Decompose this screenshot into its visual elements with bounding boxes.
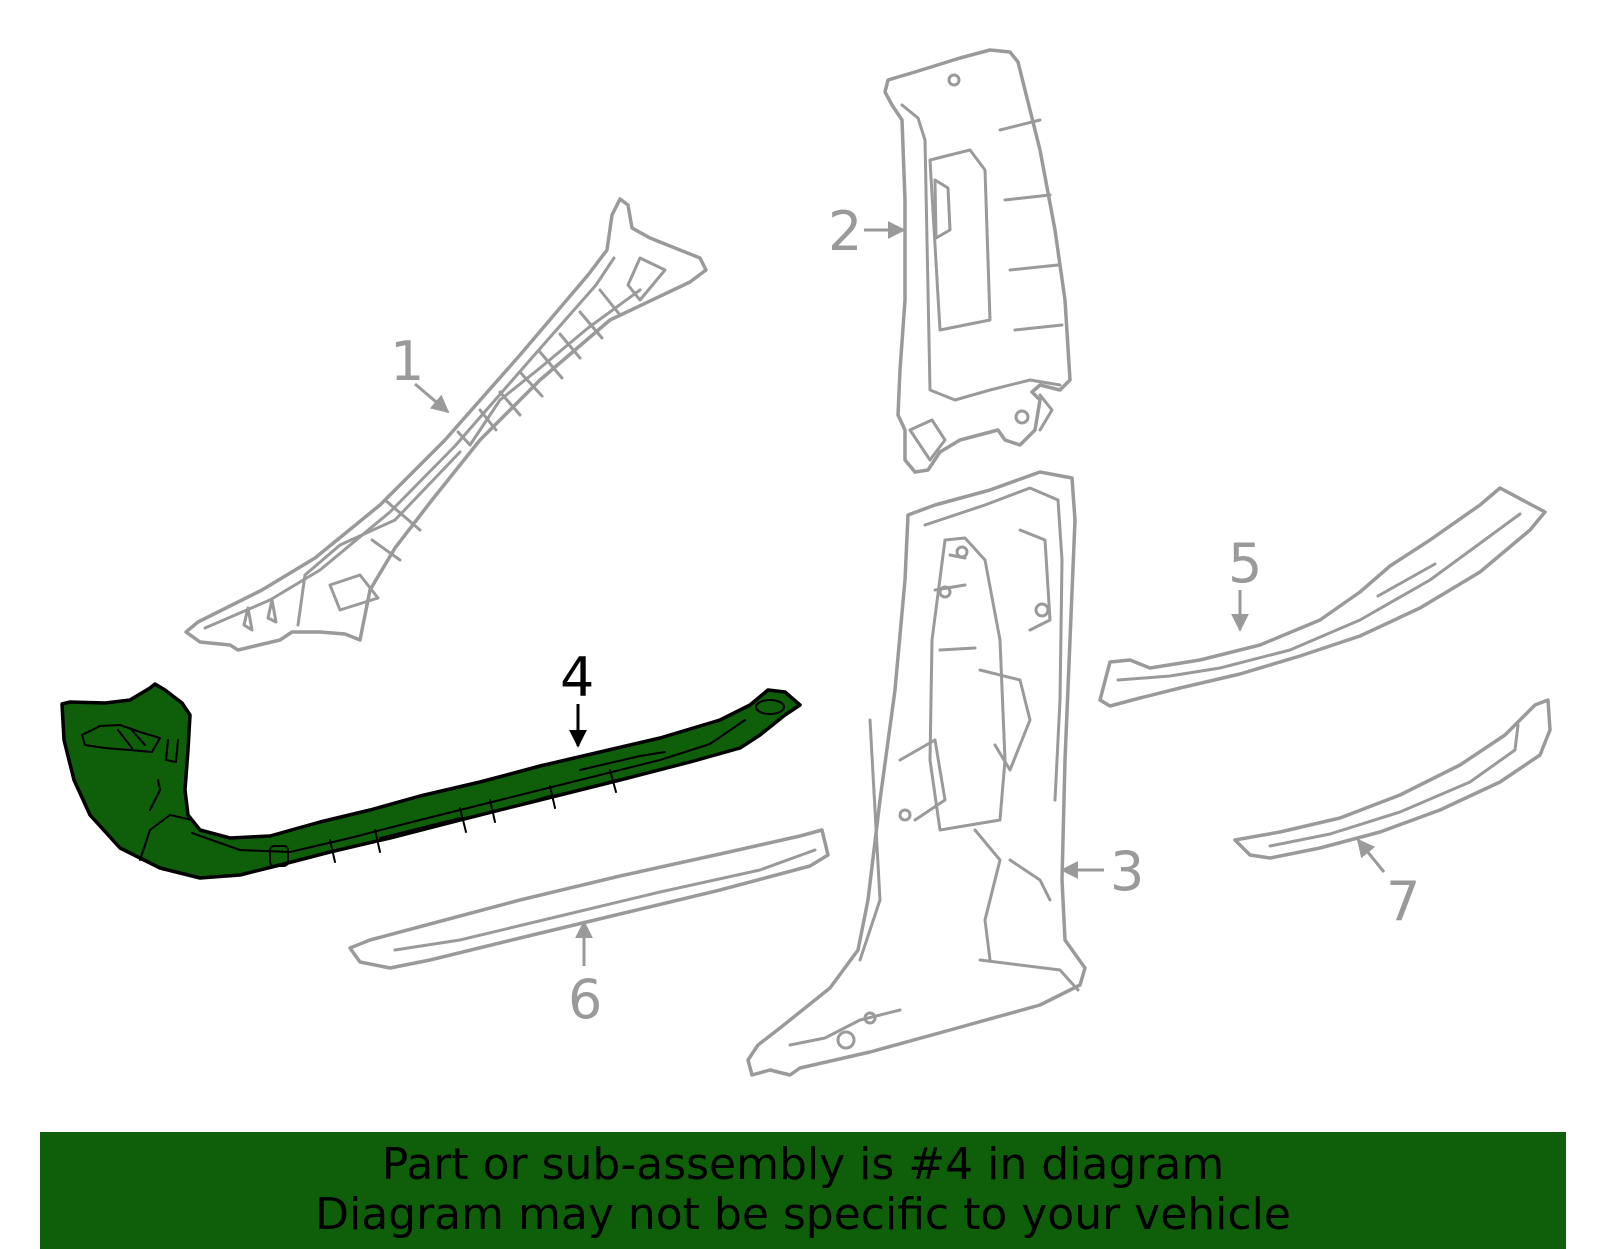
part-3-b-pillar-lower-trim[interactable] xyxy=(746,470,1087,1077)
callout-4: 4 xyxy=(560,646,594,748)
part-4-rocker-panel-trim-highlighted[interactable] xyxy=(60,682,802,880)
callout-label-4: 4 xyxy=(560,646,594,709)
callout-label-7: 7 xyxy=(1386,870,1420,933)
callout-5: 5 xyxy=(1228,532,1262,632)
callout-6: 6 xyxy=(568,920,602,1031)
callout-3: 3 xyxy=(1060,840,1144,903)
banner-line-disclaimer: Diagram may not be specific to your vehi… xyxy=(315,1189,1291,1240)
part-6-front-scuff-plate[interactable] xyxy=(348,828,830,970)
part-2-b-pillar-upper-trim[interactable] xyxy=(883,48,1072,474)
callout-7: 7 xyxy=(1356,838,1420,933)
info-banner: Part or sub-assembly is #4 in diagram Di… xyxy=(40,1132,1566,1249)
callout-label-1: 1 xyxy=(390,330,424,393)
callout-label-5: 5 xyxy=(1228,532,1262,595)
banner-line-part-info: Part or sub-assembly is #4 in diagram xyxy=(381,1139,1225,1190)
callout-2: 2 xyxy=(828,200,906,263)
callout-label-6: 6 xyxy=(568,968,602,1031)
callout-arrow-7 xyxy=(1356,838,1386,873)
part-1-a-pillar-trim[interactable] xyxy=(184,197,708,652)
callout-1: 1 xyxy=(390,330,450,414)
callout-label-2: 2 xyxy=(828,200,862,263)
callout-arrow-1 xyxy=(414,382,450,414)
part-5-rear-scuff-plate[interactable] xyxy=(1098,486,1547,708)
callout-label-3: 3 xyxy=(1110,840,1144,903)
part-7-rear-scuff-plate-lower[interactable] xyxy=(1233,698,1552,860)
